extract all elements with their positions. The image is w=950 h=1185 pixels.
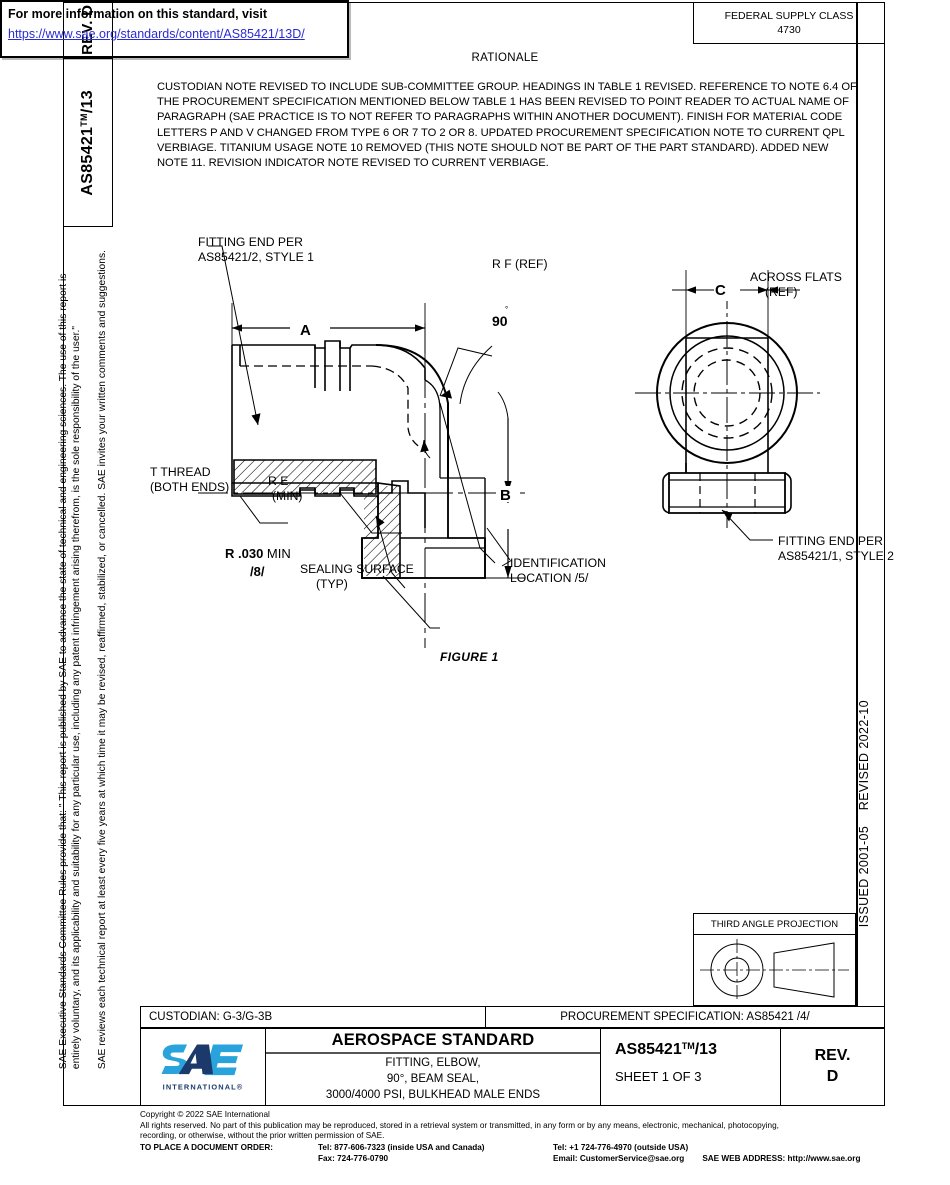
- procurement-specification-text: PROCUREMENT SPECIFICATION: AS85421 /4/: [560, 1011, 810, 1023]
- figure-label: FIGURE 1: [440, 650, 499, 664]
- subtitle-line-3: 3000/4000 PSI, BULKHEAD MALE ENDS: [325, 1089, 541, 1101]
- title-block: INTERNATIONAL® AEROSPACE STANDARD FITTIN…: [140, 1028, 885, 1106]
- third-angle-projection-box: THIRD ANGLE PROJECTION: [693, 913, 856, 1006]
- web-address: SAE WEB ADDRESS: http://www.sae.org: [702, 1154, 861, 1164]
- designation-text: AS85421TM/13: [79, 90, 97, 196]
- copyright-line: Copyright © 2022 SAE International: [140, 1110, 270, 1119]
- issued-date: ISSUED 2001-05: [857, 825, 871, 928]
- callout-sealing-surface-line1: SEALING SURFACE: [300, 562, 414, 576]
- subtitle-line-1: FITTING, ELBOW,: [385, 1057, 481, 1069]
- legal-notice-text: SAE Executive Standards Committee Rules …: [57, 250, 109, 1069]
- callout-rf-ref: R F (REF): [492, 257, 548, 271]
- custodian-text: CUSTODIAN: G-3/G-3B: [141, 1007, 486, 1027]
- legal-line-2: entirely voluntary, and its applicabilit…: [71, 325, 82, 1070]
- copyright-footer: Copyright © 2022 SAE International All r…: [140, 1110, 900, 1165]
- more-info-heading: For more information on this standard, v…: [8, 7, 268, 21]
- issue-date-text: ISSUED 2001-05 REVISED 2022-10: [857, 700, 871, 927]
- callout-fitting-end-2-line1: FITTING END PER: [778, 534, 883, 548]
- elbow-fitting-svg: FITTING END PER AS85421/2, STYLE 1 A B R…: [150, 235, 894, 648]
- order-label: TO PLACE A DOCUMENT ORDER:: [140, 1142, 273, 1152]
- sheet-number: SHEET 1 OF 3: [615, 1069, 702, 1084]
- dimension-c-label: C: [715, 282, 726, 299]
- callout-r030-min: R .030 MIN: [225, 546, 291, 561]
- dimension-b-label: B: [500, 487, 511, 504]
- document-number-base: AS85421: [615, 1041, 682, 1058]
- federal-supply-class-box: FEDERAL SUPPLY CLASS 4730: [693, 2, 885, 44]
- email-address: Email: CustomerService@sae.org: [553, 1154, 685, 1164]
- order-row-2: Fax: 724-776-0790 Email: CustomerService…: [140, 1154, 900, 1165]
- standard-url-link[interactable]: https://www.sae.org/standards/content/AS…: [8, 27, 305, 41]
- dimension-a-label: A: [300, 322, 311, 339]
- callout-t-thread-line2: (BOTH ENDS): [150, 480, 229, 494]
- figure-1-drawing: FITTING END PER AS85421/2, STYLE 1 A B R…: [140, 228, 894, 678]
- callout-across-flats-line1: ACROSS FLATS: [750, 270, 842, 284]
- callout-fitting-end-1-line2: AS85421/2, STYLE 1: [198, 250, 314, 264]
- designation-suffix: /13: [79, 89, 96, 113]
- document-number-suffix: /13: [694, 1041, 717, 1058]
- custodian-strip: CUSTODIAN: G-3/G-3B PROCUREMENT SPECIFIC…: [140, 1006, 885, 1028]
- legal-line-3: SAE reviews each technical report at lea…: [97, 250, 108, 1070]
- callout-ident-location-line1: IDENTIFICATION: [510, 556, 606, 570]
- fsc-value: 4730: [777, 24, 801, 36]
- issue-date-column: ISSUED 2001-05 REVISED 2022-10: [857, 700, 885, 1006]
- document-subtitle: FITTING, ELBOW, 90°, BEAM SEAL, 3000/400…: [266, 1055, 600, 1103]
- callout-angle-90: 90: [492, 313, 508, 329]
- callout-across-flats-line2: (REF): [765, 285, 798, 299]
- trademark-symbol: TM: [79, 112, 89, 127]
- callout-re-min-line1: R E: [268, 474, 288, 488]
- tel-inside-usa: Tel: 877-606-7323 (inside USA and Canada…: [318, 1142, 485, 1152]
- rights-line-2: recording, or otherwise, without the pri…: [140, 1131, 385, 1141]
- sae-logo-subtext: INTERNATIONAL®: [162, 1082, 244, 1092]
- designation-box: AS85421TM/13: [63, 58, 113, 227]
- callout-r030-note: /8/: [250, 564, 265, 579]
- fax-number: Fax: 724-776-0790: [318, 1154, 389, 1164]
- legal-notice-sidebar: SAE Executive Standards Committee Rules …: [57, 250, 108, 1069]
- tel-outside-usa: Tel: +1 724-776-4970 (outside USA): [553, 1142, 689, 1152]
- third-angle-projection-title: THIRD ANGLE PROJECTION: [694, 914, 855, 935]
- sae-logo-mark: [161, 1044, 243, 1076]
- title-block-rev-value: D: [826, 1068, 839, 1085]
- callout-degree-symbol: °: [505, 305, 508, 314]
- title-block-revision-cell: REV. D: [781, 1029, 884, 1105]
- subtitle-line-2: 90°, BEAM SEAL,: [386, 1073, 480, 1085]
- callout-sealing-surface-line2: (TYP): [316, 577, 348, 591]
- callout-ident-location-line2: LOCATION /5/: [510, 571, 589, 585]
- designation-number: AS85421: [79, 126, 96, 196]
- callout-re-min-line2: (MIN): [272, 489, 302, 503]
- fsc-label: FEDERAL SUPPLY CLASS: [724, 9, 854, 22]
- sae-logo: INTERNATIONAL®: [155, 1043, 251, 1092]
- callout-t-thread-line1: T THREAD: [150, 465, 211, 479]
- more-information-box: For more information on this standard, v…: [0, 0, 349, 58]
- order-label-spacer: [140, 1154, 318, 1165]
- legal-line-1: SAE Executive Standards Committee Rules …: [58, 273, 69, 1070]
- revised-date: REVISED 2022-10: [857, 700, 871, 811]
- document-trademark-symbol: TM: [681, 1041, 695, 1051]
- title-block-number-cell: AS85421TM/13 SHEET 1 OF 3: [601, 1029, 781, 1105]
- rationale-heading: RATIONALE: [471, 52, 539, 64]
- aerospace-standard-heading: AEROSPACE STANDARD: [266, 1029, 600, 1054]
- revision-box: REV. D: [63, 2, 113, 58]
- callout-fitting-end-1-line1: FITTING END PER: [198, 235, 303, 249]
- legal-line-spacer: [84, 1066, 95, 1069]
- title-block-rev-label: REV.: [814, 1047, 851, 1065]
- document-number: AS85421TM/13: [615, 1041, 780, 1059]
- dates-column-divider: [856, 2, 858, 1006]
- title-block-title-cell: AEROSPACE STANDARD FITTING, ELBOW, 90°, …: [266, 1029, 601, 1105]
- callout-fitting-end-2-line2: AS85421/1, STYLE 2: [778, 549, 894, 563]
- third-angle-projection-symbol: [700, 939, 849, 1001]
- sae-logo-cell: INTERNATIONAL®: [141, 1029, 266, 1105]
- order-row-1: TO PLACE A DOCUMENT ORDER: Tel: 877-606-…: [140, 1143, 900, 1154]
- rights-line-1: All rights reserved. No part of this pub…: [140, 1120, 779, 1130]
- rationale-body-text: CUSTODIAN NOTE REVISED TO INCLUDE SUB-CO…: [157, 81, 857, 170]
